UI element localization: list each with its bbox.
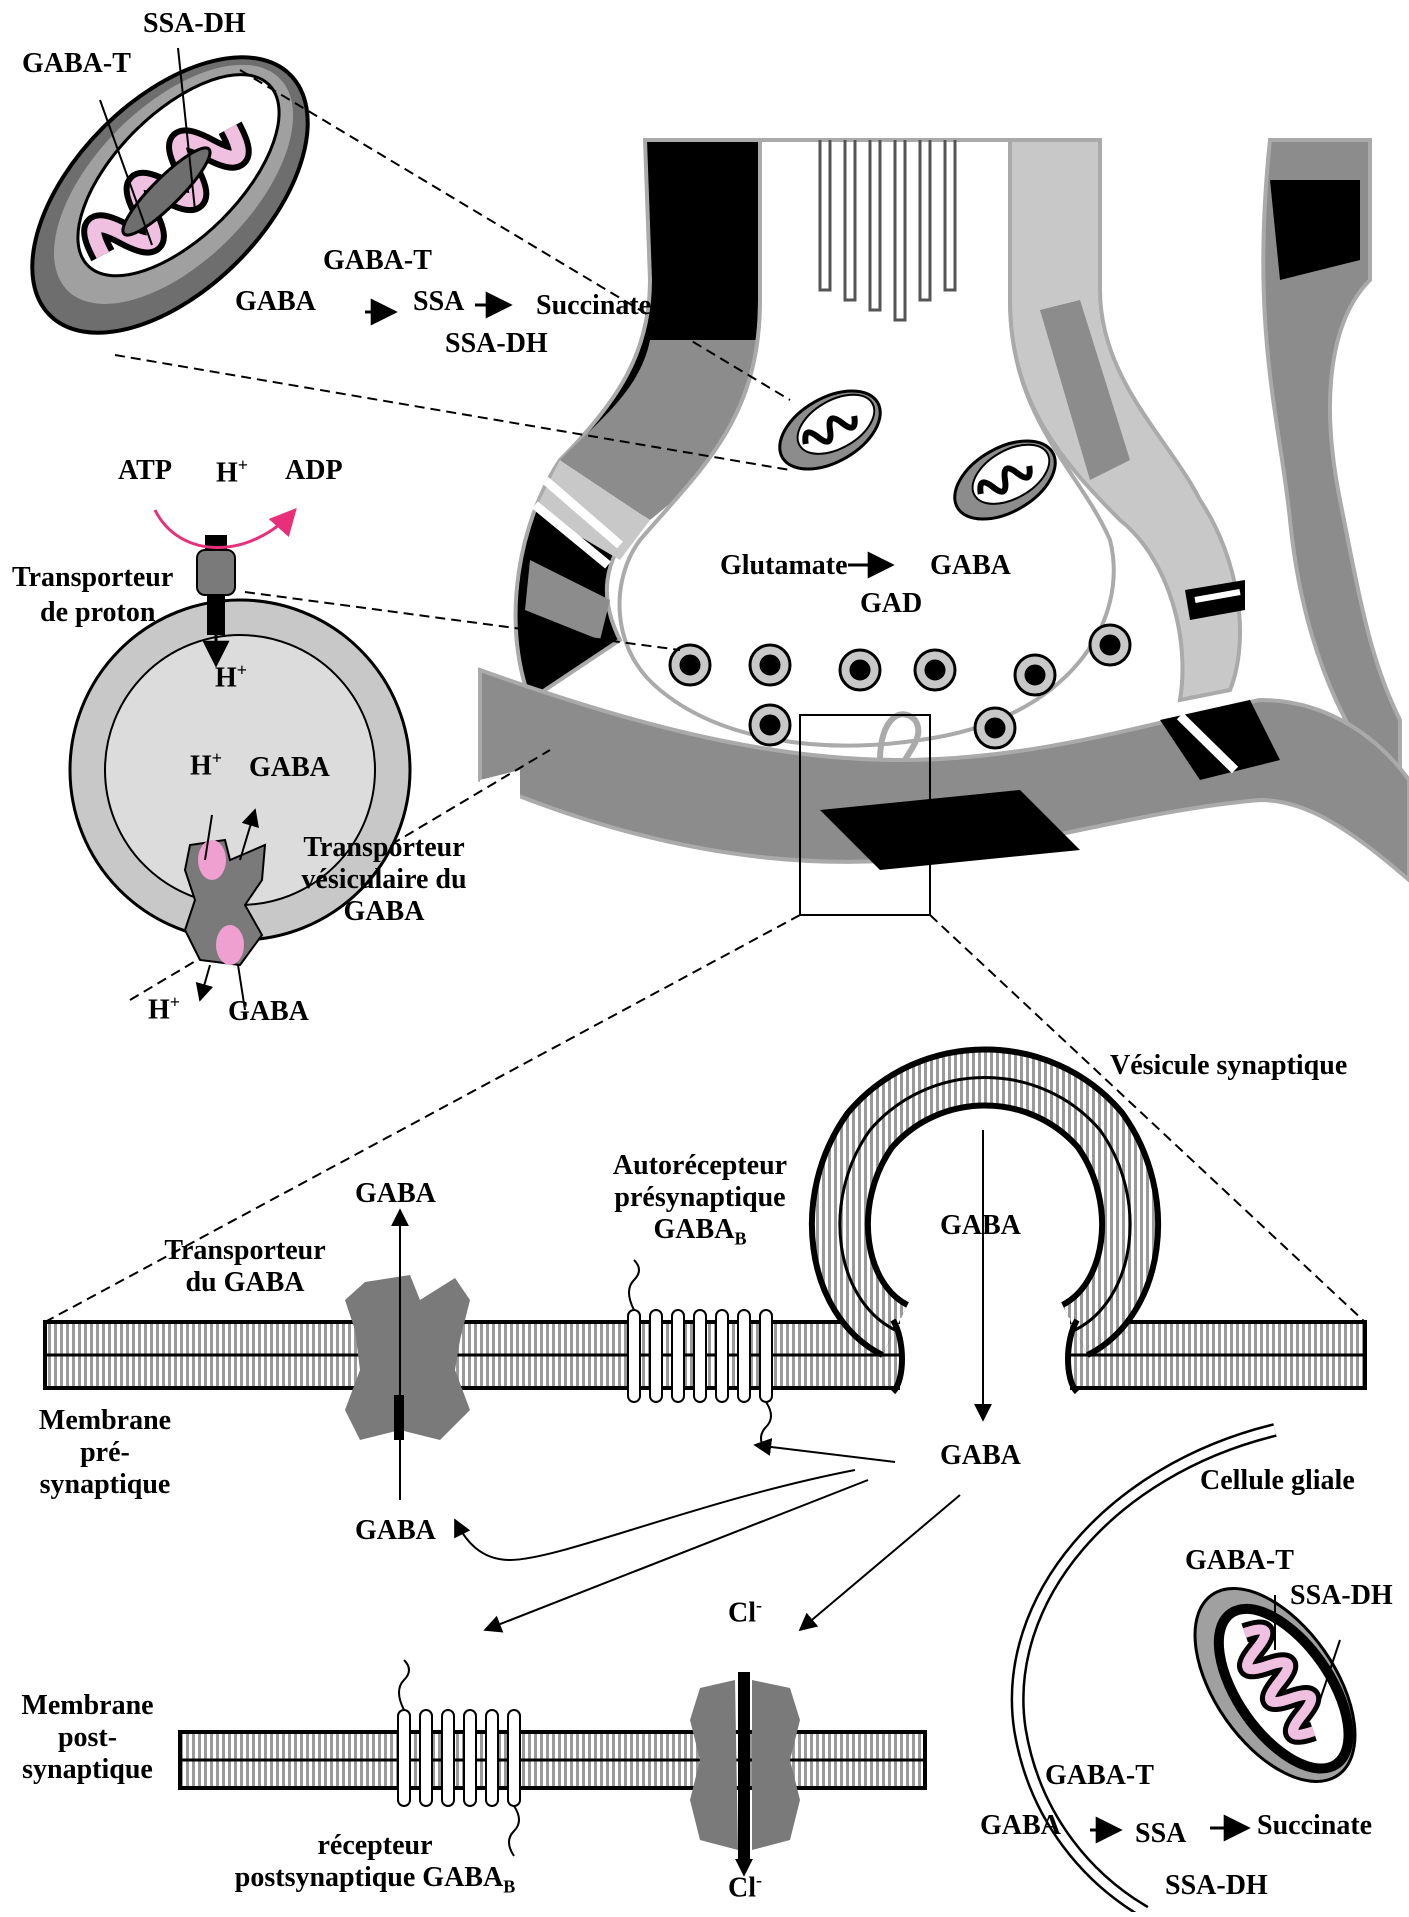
proton-pump-label-1: Transporteur <box>12 562 173 594</box>
released-gaba-label: GABA <box>940 1440 1021 1472</box>
adp-label: ADP <box>285 455 343 487</box>
synaptic-vesicle-label: Vésicule synaptique <box>1110 1050 1347 1082</box>
vesicle-bottom-h-label: H+ <box>148 992 180 1027</box>
chloride-in-label: Cl- <box>728 1595 762 1630</box>
glia-reaction-product: Succinate <box>1257 1810 1372 1842</box>
postsynaptic-membrane <box>180 1732 925 1788</box>
presynaptic-membrane-label: Membrane pré- synaptique <box>20 1405 190 1502</box>
vesicular-transporter-label: Transporteur vésiculaire du GABA <box>294 832 474 929</box>
postsynaptic-receptor-label: récepteur postsynaptique GABAB <box>195 1830 555 1897</box>
gaba-synthesis-label: GABA <box>930 550 1011 582</box>
proton-out-label: H+ <box>215 660 247 695</box>
autoreceptor-label: Autorécepteur présynaptique GABAB <box>585 1150 815 1250</box>
presynaptic-terminal <box>480 140 1409 915</box>
glia-reaction-intermediate: SSA <box>1135 1818 1186 1850</box>
mito-top-reaction-enzyme-2: SSA-DH <box>445 328 548 360</box>
mito-top-reaction-intermediate: SSA <box>413 286 464 318</box>
transported-gaba-label: GABA <box>355 1178 436 1210</box>
glia-reaction-substrate: GABA <box>980 1810 1061 1842</box>
gad-label: GAD <box>860 588 922 620</box>
chloride-out-label: Cl- <box>728 1870 762 1905</box>
glia-enzyme-a: GABA-T <box>1185 1545 1294 1577</box>
mito-top-reaction-substrate: GABA <box>235 286 316 318</box>
atp-label: ATP <box>118 455 172 487</box>
postsynaptic-membrane-label: Membrane post- synaptique <box>0 1690 175 1787</box>
glia-reaction-enzyme-2: SSA-DH <box>1165 1870 1268 1902</box>
mito-top-reaction-product: Succinate <box>536 290 651 322</box>
proton-in-label: H+ <box>216 455 248 490</box>
glia-reaction-enzyme: GABA-T <box>1045 1760 1154 1792</box>
mito-top-reaction-enzyme: GABA-T <box>323 245 432 277</box>
proton-pump-label-2: de proton <box>40 597 155 629</box>
reuptake-gaba-label: GABA <box>355 1515 436 1547</box>
vesicle-gaba-label: GABA <box>249 752 330 784</box>
chloride-channel <box>690 1672 800 1875</box>
mito-top-enzyme-a: SSA-DH <box>143 8 246 40</box>
vesicle-h-label: H+ <box>190 748 222 783</box>
gaba-transporter-label: Transporteur du GABA <box>150 1235 340 1299</box>
release-arrows <box>455 1445 960 1630</box>
vesicle-gaba-label: GABA <box>940 1210 1021 1242</box>
glial-cell-label: Cellule gliale <box>1200 1465 1355 1497</box>
presynaptic-autoreceptor <box>628 1260 772 1452</box>
vesicle-bottom-gaba-label: GABA <box>228 996 309 1028</box>
mito-top-enzyme-b: GABA-T <box>22 48 131 80</box>
glutamate-label: Glutamate <box>720 550 848 582</box>
gaba-transporter <box>345 1210 470 1500</box>
glia-enzyme-b: SSA-DH <box>1290 1580 1393 1612</box>
